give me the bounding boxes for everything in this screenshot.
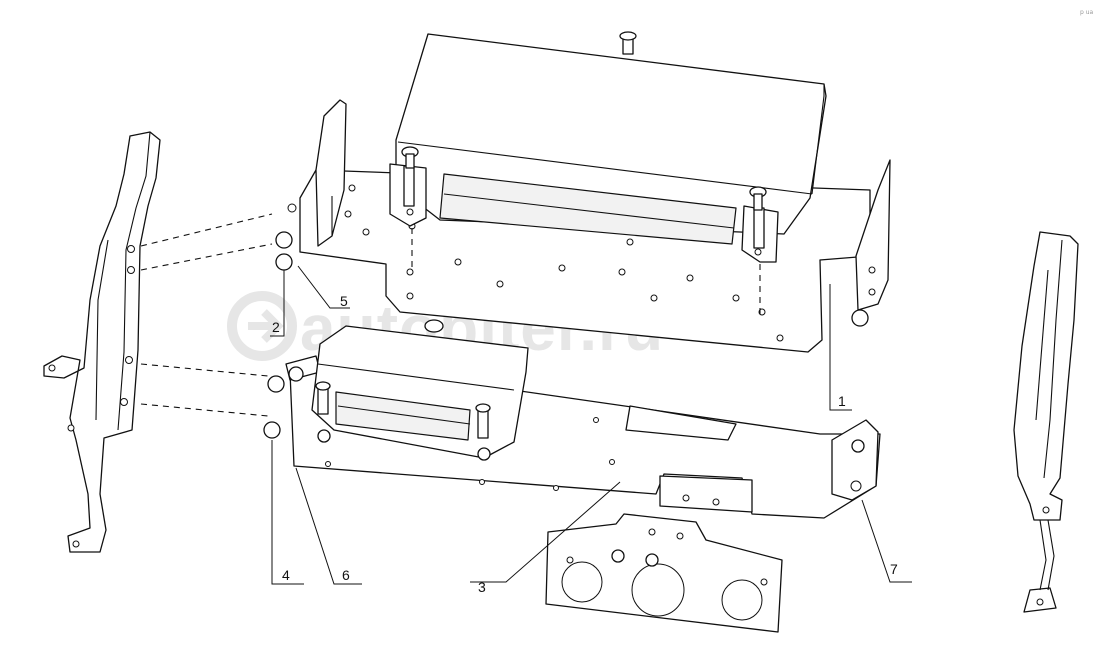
callout-2: 2 xyxy=(272,319,280,335)
callout-3: 3 xyxy=(478,579,486,595)
corner-mark: p ua xyxy=(1080,9,1094,16)
callout-7: 7 xyxy=(890,561,898,577)
callout-1: 1 xyxy=(838,393,846,409)
left-side-bracket xyxy=(43,131,161,553)
lower-control-unit xyxy=(311,319,529,461)
right-side-bracket xyxy=(1013,231,1079,613)
leader-lines xyxy=(270,265,912,585)
left-alignment-lines xyxy=(140,213,273,417)
fasteners xyxy=(263,231,869,453)
callout-6: 6 xyxy=(342,567,350,583)
callout-5: 5 xyxy=(340,293,348,309)
callout-labels: 1 2 3 4 5 6 7 xyxy=(272,293,898,595)
front-connector-plate xyxy=(545,513,783,633)
upper-control-unit xyxy=(389,31,827,263)
plate-holes xyxy=(344,184,784,342)
callout-4: 4 xyxy=(282,567,290,583)
